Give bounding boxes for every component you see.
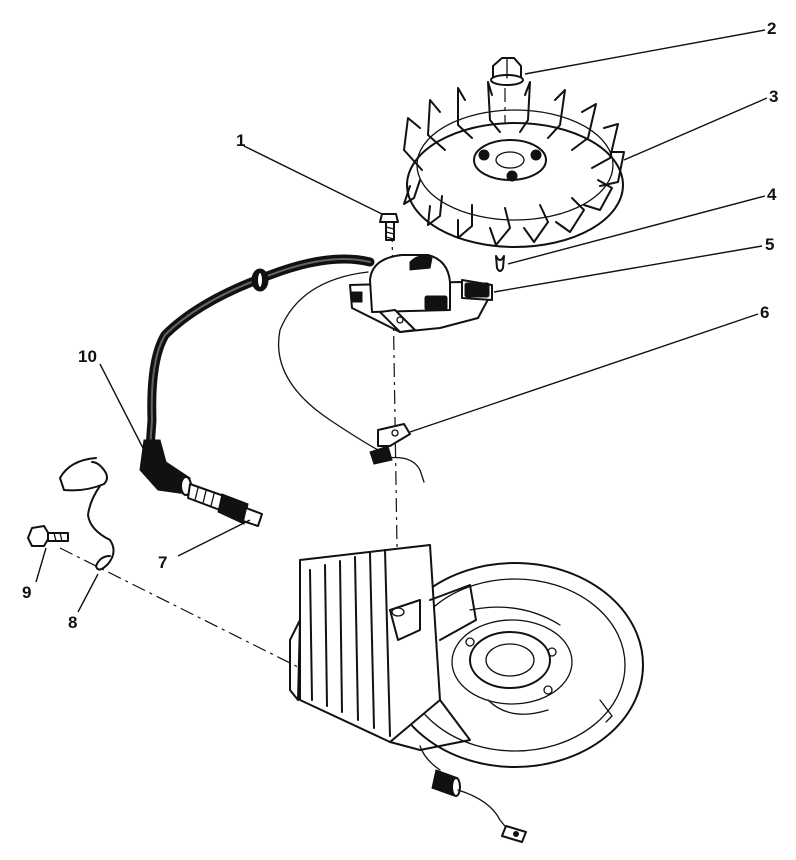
callout-6: 6 xyxy=(760,303,769,322)
callout-2: 2 xyxy=(767,19,776,38)
engine-block xyxy=(289,544,644,768)
callout-9: 9 xyxy=(22,583,31,602)
callout-1: 1 xyxy=(236,131,245,150)
spark-plug xyxy=(187,483,263,527)
stop-switch-wire xyxy=(59,457,115,571)
lower-lead xyxy=(419,745,527,843)
callout-labels: 1 2 3 4 5 6 7 8 9 10 xyxy=(22,19,778,632)
callout-3: 3 xyxy=(769,87,778,106)
spark-plug-boot xyxy=(139,439,192,496)
callout-10: 10 xyxy=(78,347,97,366)
flywheel xyxy=(403,81,625,248)
ignition-lead xyxy=(145,254,379,453)
coil-screw xyxy=(379,213,399,241)
callout-5: 5 xyxy=(765,235,774,254)
stop-switch-screw xyxy=(27,525,69,547)
callout-7: 7 xyxy=(158,553,167,572)
callout-4: 4 xyxy=(767,185,777,204)
callout-8: 8 xyxy=(68,613,77,632)
callout-leaders xyxy=(35,29,768,613)
ignition-coil xyxy=(349,254,493,333)
flywheel-nut xyxy=(490,57,524,86)
flywheel-key xyxy=(495,255,505,272)
ground-terminal xyxy=(369,423,425,483)
